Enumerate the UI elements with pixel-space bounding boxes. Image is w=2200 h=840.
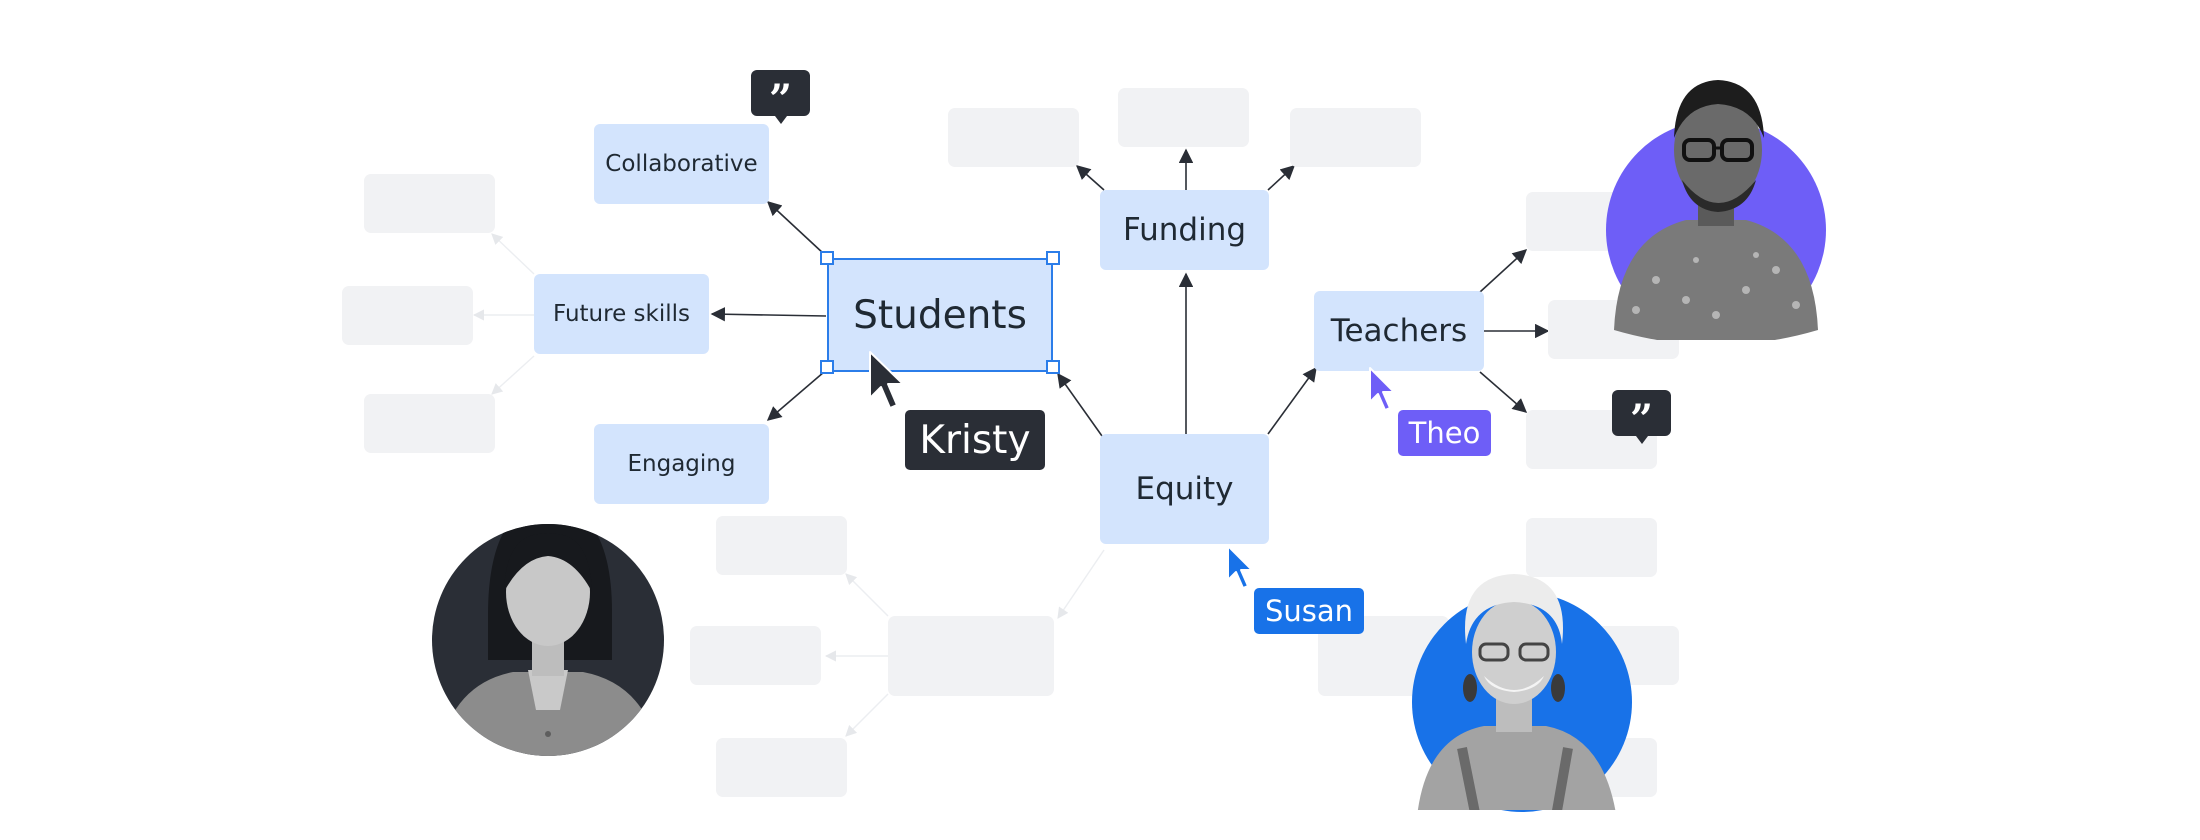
theo-cursor-icon bbox=[1369, 367, 1395, 411]
connector-future-skills-up bbox=[491, 233, 535, 275]
avatar-theo bbox=[1606, 80, 1826, 340]
node-collaborative[interactable]: Collaborative bbox=[594, 124, 769, 204]
placeholder-node[interactable] bbox=[364, 394, 495, 453]
resize-handle-bottom-right[interactable] bbox=[1046, 360, 1060, 374]
placeholder-node[interactable] bbox=[690, 626, 821, 685]
connector-students-engaging bbox=[766, 371, 825, 421]
node-label: Engaging bbox=[627, 451, 736, 477]
placeholder-node[interactable] bbox=[716, 738, 847, 797]
kristy-cursor-icon bbox=[869, 351, 904, 409]
placeholder-node[interactable] bbox=[1118, 88, 1249, 147]
collaborator-tag-kristy: Kristy bbox=[905, 410, 1045, 470]
node-label: Collaborative bbox=[605, 151, 758, 177]
resize-handle-bottom-left[interactable] bbox=[820, 360, 834, 374]
node-future-skills[interactable]: Future skills bbox=[534, 274, 709, 354]
node-label: Funding bbox=[1122, 212, 1247, 248]
node-funding[interactable]: Funding bbox=[1100, 190, 1269, 270]
resize-handle-top-left[interactable] bbox=[820, 251, 834, 265]
placeholder-node[interactable] bbox=[888, 616, 1054, 696]
connector-future-skills-down bbox=[491, 355, 535, 395]
connector-teachers-up bbox=[1479, 249, 1528, 293]
connector-equity-teachers bbox=[1267, 366, 1317, 435]
placeholder-node[interactable] bbox=[948, 108, 1079, 167]
node-students-selected[interactable]: Students bbox=[827, 258, 1053, 372]
placeholder-node[interactable] bbox=[364, 174, 495, 233]
node-label: Teachers bbox=[1330, 313, 1468, 349]
connector-equity-students bbox=[1057, 372, 1103, 437]
quote-comment-icon[interactable]: ” bbox=[1612, 390, 1671, 444]
node-label: Future skills bbox=[552, 301, 690, 327]
connector-lower-down bbox=[845, 693, 889, 737]
connector-students-collaborative bbox=[766, 201, 825, 255]
avatar-susan bbox=[1412, 574, 1632, 812]
node-equity[interactable]: Equity bbox=[1100, 434, 1269, 544]
resize-handle-top-right[interactable] bbox=[1046, 251, 1060, 265]
connector-students-future-skills bbox=[710, 307, 827, 322]
connector-lower-up bbox=[845, 573, 889, 617]
placeholder-node[interactable] bbox=[1526, 518, 1657, 577]
node-engaging[interactable]: Engaging bbox=[594, 424, 769, 504]
node-label: Equity bbox=[1135, 471, 1234, 507]
collaborator-tag-theo: Theo bbox=[1398, 410, 1491, 456]
node-teachers[interactable]: Teachers bbox=[1314, 291, 1484, 371]
quote-comment-icon[interactable]: ” bbox=[751, 70, 810, 124]
avatar-kristy bbox=[432, 524, 664, 756]
placeholder-node[interactable] bbox=[716, 516, 847, 575]
connector-equity-lower-left bbox=[1057, 549, 1105, 619]
connector-funding-left bbox=[1075, 165, 1105, 191]
placeholder-node[interactable] bbox=[1290, 108, 1421, 167]
node-label: Students bbox=[853, 292, 1027, 338]
connector-teachers-down bbox=[1479, 371, 1528, 413]
collaborator-tag-susan: Susan bbox=[1254, 588, 1364, 634]
placeholder-node[interactable] bbox=[342, 286, 473, 345]
connector-funding-right bbox=[1267, 165, 1296, 191]
susan-cursor-icon bbox=[1227, 545, 1253, 589]
